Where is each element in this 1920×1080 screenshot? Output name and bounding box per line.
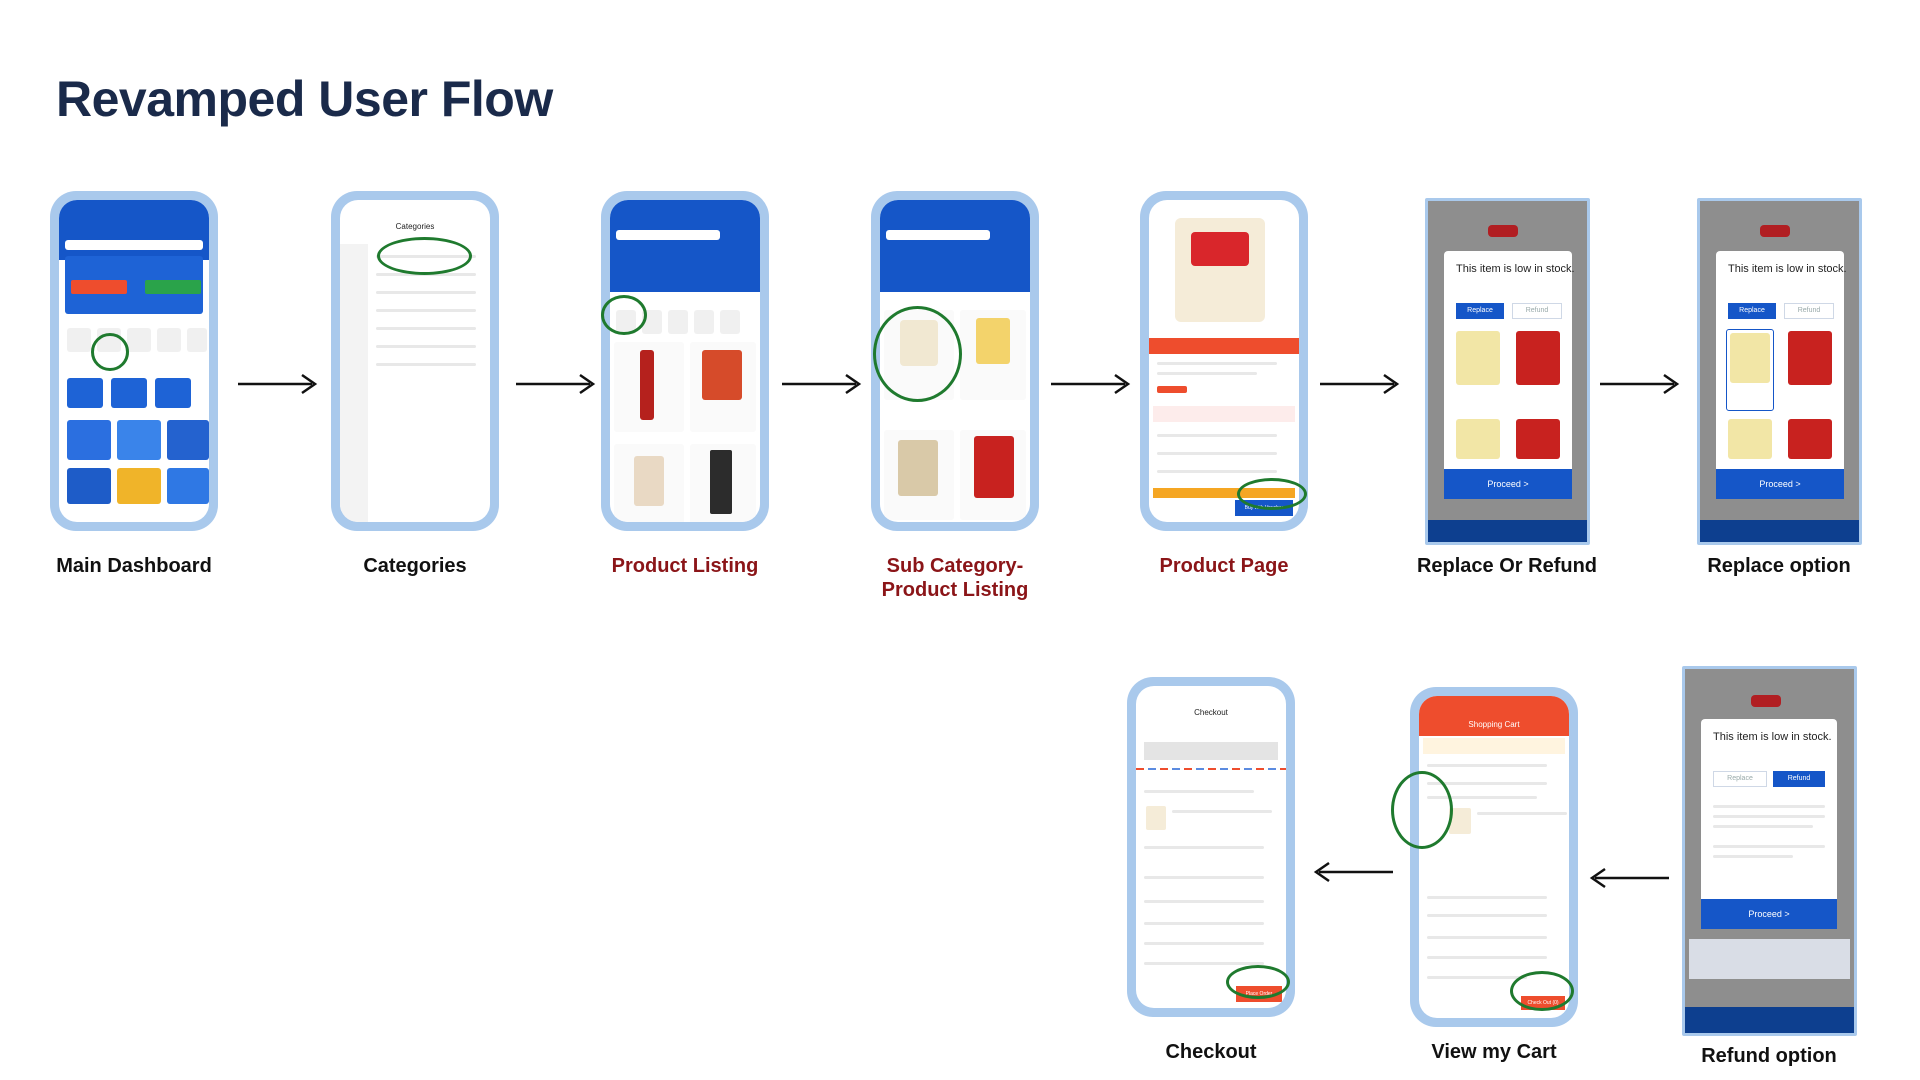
replace-option-modal: This item is low in stock. Replace Refun… — [1716, 251, 1847, 499]
arrow-right-icon — [1320, 373, 1400, 395]
proceed-button[interactable]: Proceed > — [1701, 899, 1837, 929]
highlight-circle — [873, 306, 962, 402]
refund-button[interactable]: Refund — [1773, 771, 1825, 787]
label-sub-category: Sub Category- Product Listing — [881, 555, 1029, 601]
checkout-header: Checkout — [1194, 708, 1228, 717]
arrow-right-icon — [516, 373, 596, 395]
page-title: Revamped User Flow — [56, 71, 553, 127]
categories-header: Categories — [395, 222, 435, 231]
highlight-circle — [1237, 478, 1307, 510]
highlight-circle — [1510, 971, 1574, 1011]
phone-replace-or-refund[interactable]: This item is low in stock. Replace Refun… — [1425, 198, 1590, 545]
refund-button[interactable]: Refund — [1784, 303, 1834, 319]
phone-view-cart[interactable]: Shopping Cart Check Out (0) — [1410, 687, 1578, 1027]
label-product-page: Product Page — [1159, 555, 1289, 577]
screen-replace-or-refund: This item is low in stock. Replace Refun… — [1428, 201, 1587, 542]
screen-view-cart: Shopping Cart Check Out (0) — [1419, 696, 1569, 1018]
highlight-circle — [377, 237, 472, 275]
label-view-cart: View my Cart — [1431, 1041, 1557, 1063]
phone-replace-option[interactable]: This item is low in stock. Replace Refun… — [1697, 198, 1862, 545]
screen-checkout: Checkout Place Order — [1136, 686, 1286, 1008]
label-checkout: Checkout — [1165, 1041, 1257, 1063]
screen-refund-option: This item is low in stock. Replace Refun… — [1685, 669, 1854, 1033]
modal-title: This item is low in stock. — [1456, 263, 1575, 275]
screen-main-dashboard — [59, 200, 209, 522]
modal-title: This item is low in stock. — [1713, 731, 1832, 743]
replace-refund-modal: This item is low in stock. Replace Refun… — [1444, 251, 1575, 499]
phone-product-listing[interactable] — [601, 191, 769, 531]
label-refund-option: Refund option — [1701, 1045, 1837, 1067]
highlight-circle — [91, 333, 129, 371]
replace-button[interactable]: Replace — [1713, 771, 1767, 787]
highlight-circle — [1391, 771, 1453, 849]
screen-replace-option: This item is low in stock. Replace Refun… — [1700, 201, 1859, 542]
proceed-button[interactable]: Proceed > — [1444, 469, 1572, 499]
label-product-listing: Product Listing — [611, 555, 759, 577]
arrow-left-icon — [1589, 867, 1669, 889]
screen-product-page: Buy with Voucher — [1149, 200, 1299, 522]
screen-product-listing — [610, 200, 760, 522]
label-replace-or-refund: Replace Or Refund — [1416, 555, 1598, 577]
arrow-left-icon — [1313, 861, 1393, 883]
arrow-right-icon — [1051, 373, 1131, 395]
phone-refund-option[interactable]: This item is low in stock. Replace Refun… — [1682, 666, 1857, 1036]
refund-button[interactable]: Refund — [1512, 303, 1562, 319]
cart-header: Shopping Cart — [1468, 720, 1520, 729]
label-main-dashboard: Main Dashboard — [56, 555, 212, 577]
highlight-circle — [1226, 965, 1290, 999]
replace-button[interactable]: Replace — [1456, 303, 1504, 319]
phone-main-dashboard[interactable] — [50, 191, 218, 531]
highlight-circle — [601, 295, 647, 335]
phone-product-page[interactable]: Buy with Voucher — [1140, 191, 1308, 531]
arrow-right-icon — [1600, 373, 1680, 395]
arrow-right-icon — [782, 373, 862, 395]
replace-button[interactable]: Replace — [1728, 303, 1776, 319]
label-replace-option: Replace option — [1707, 555, 1851, 577]
proceed-button[interactable]: Proceed > — [1716, 469, 1844, 499]
arrow-right-icon — [238, 373, 318, 395]
refund-option-modal: This item is low in stock. Replace Refun… — [1701, 719, 1837, 929]
modal-title: This item is low in stock. — [1728, 263, 1847, 275]
label-categories: Categories — [363, 555, 467, 577]
